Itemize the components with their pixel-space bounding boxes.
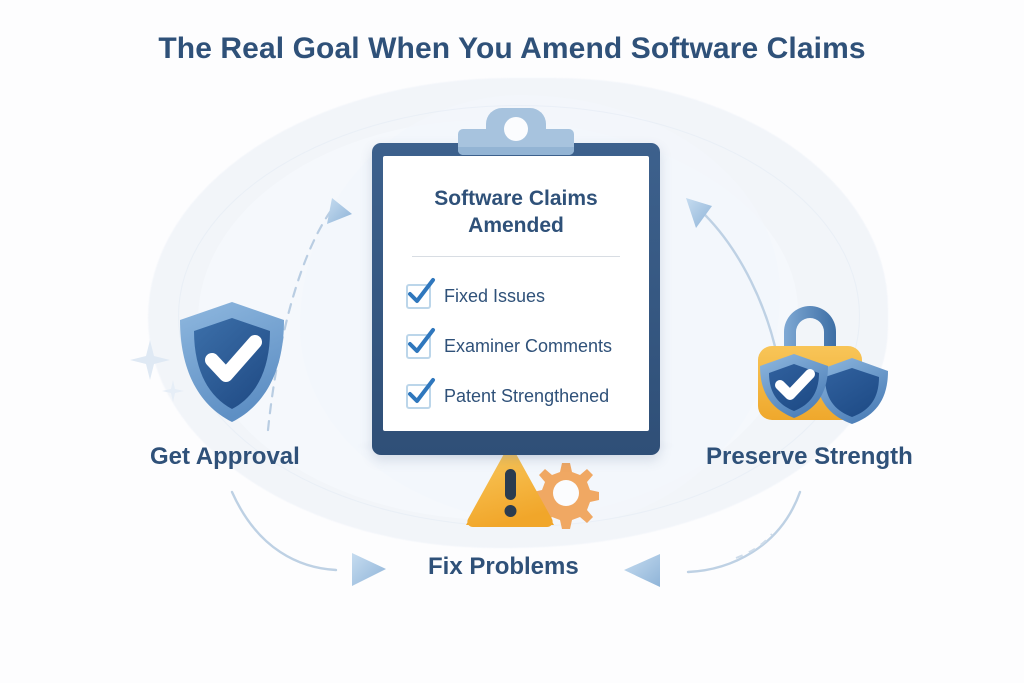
clipboard: Software Claims Amended Fixed Issues: [354, 108, 678, 463]
sparkle-decoration-icon: [130, 340, 184, 402]
gear-shape: [533, 463, 599, 529]
checklist-item-label: Fixed Issues: [444, 285, 546, 306]
node-label-get-approval: Get Approval: [150, 443, 300, 470]
checkbox-checked-icon[interactable]: [406, 277, 435, 309]
checklist-item: Examiner Comments: [406, 321, 706, 371]
checklist: Fixed Issues Examiner Comments Patent St…: [406, 271, 706, 421]
warning-gear-icon: [462, 443, 610, 533]
page-title: The Real Goal When You Amend Software Cl…: [158, 32, 866, 65]
clipboard-clip-hole: [504, 117, 528, 141]
checklist-item-label: Examiner Comments: [444, 335, 613, 356]
clipboard-heading-line2: Amended: [468, 214, 564, 238]
node-label-fix-problems: Fix Problems: [428, 553, 579, 580]
clipboard-heading-line1: Software Claims: [434, 187, 598, 210]
clipboard-divider: [412, 256, 620, 257]
node-label-preserve-strength: Preserve Strength: [706, 443, 913, 470]
checkbox-checked-icon[interactable]: [406, 377, 435, 409]
shield-check-icon: [172, 298, 292, 426]
checklist-item: Patent Strengthened: [406, 371, 706, 421]
clipboard-heading: Software Claims Amended: [386, 185, 646, 240]
checklist-item: Fixed Issues: [406, 271, 706, 321]
lock-shield-icon: [748, 306, 908, 424]
checklist-item-label: Patent Strengthened: [444, 385, 610, 406]
checkbox-checked-icon[interactable]: [406, 327, 435, 359]
